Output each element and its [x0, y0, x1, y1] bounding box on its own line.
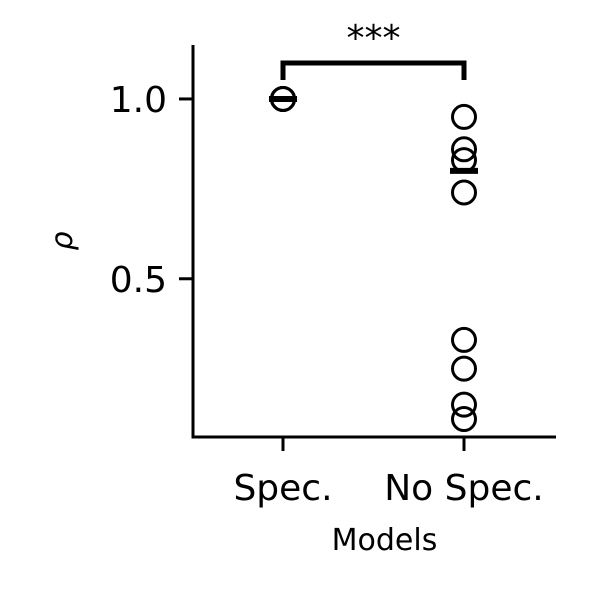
data-point — [451, 355, 477, 382]
data-point — [451, 136, 477, 163]
y-tick-label: 1.0 — [110, 80, 167, 121]
significance-label: *** — [347, 18, 401, 59]
y-tick-label: 0.5 — [110, 260, 167, 301]
annotations: *** — [280, 18, 467, 80]
data-point — [451, 103, 477, 130]
data-point — [451, 406, 477, 433]
x-tick-label: No Spec. — [384, 468, 544, 509]
x-tick-label: Spec. — [233, 468, 332, 509]
data-point — [451, 391, 477, 418]
data-marks — [269, 85, 478, 433]
y-axis-title: ρ — [45, 231, 80, 250]
data-point — [451, 179, 477, 206]
x-axis-title: Models — [332, 523, 438, 558]
significance-bracket — [280, 60, 467, 80]
data-point — [451, 326, 477, 353]
axes — [191, 45, 556, 439]
